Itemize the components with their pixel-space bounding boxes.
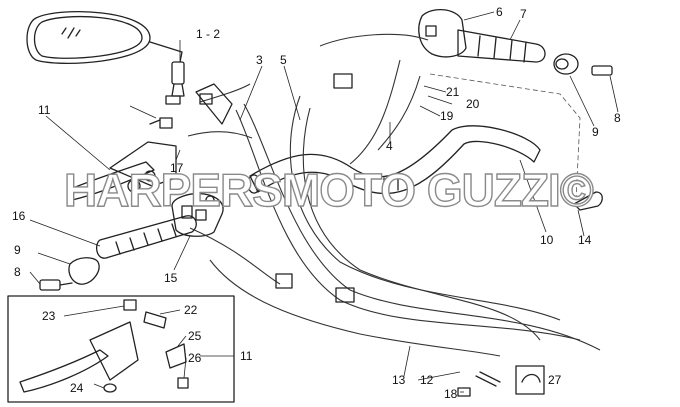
watermark: HARPERSMOTO GUZZI© <box>64 164 594 216</box>
label-18: 18 <box>444 387 458 401</box>
label-7: 7 <box>520 7 527 21</box>
left-grip <box>95 215 197 259</box>
label-13: 13 <box>392 373 406 387</box>
left-switch <box>171 192 224 237</box>
label-9-right: 9 <box>592 125 599 139</box>
label-11-top: 11 <box>38 103 51 117</box>
label-8-left: 8 <box>14 265 21 279</box>
connectors <box>195 73 355 303</box>
right-bar-end <box>553 53 613 76</box>
label-27: 27 <box>548 373 562 387</box>
mirror <box>26 11 185 105</box>
left-lever-assembly <box>67 117 177 201</box>
small-parts <box>457 365 545 397</box>
label-19: 19 <box>440 109 454 123</box>
label-20: 20 <box>466 97 480 111</box>
handlebar <box>247 125 541 195</box>
label-1-2: 1 - 2 <box>196 27 220 41</box>
cables <box>187 33 601 357</box>
label-22: 22 <box>184 303 198 317</box>
label-14: 14 <box>578 233 592 247</box>
label-16: 16 <box>12 209 26 223</box>
label-10: 10 <box>540 233 554 247</box>
callout-labels: 1 - 2 3 4 5 6 7 8 8 9 9 10 11 11 12 13 1… <box>12 5 621 401</box>
label-9-left: 9 <box>14 243 21 257</box>
label-24: 24 <box>70 381 84 395</box>
label-15: 15 <box>164 271 178 285</box>
label-3: 3 <box>256 53 263 67</box>
label-26: 26 <box>188 351 202 365</box>
label-4: 4 <box>386 139 393 153</box>
label-5: 5 <box>280 53 287 67</box>
label-25: 25 <box>188 329 202 343</box>
label-8-right: 8 <box>614 111 621 125</box>
leader-lines <box>29 11 619 393</box>
label-23: 23 <box>42 309 56 323</box>
label-21: 21 <box>446 85 460 99</box>
reference-line <box>429 73 581 201</box>
left-bar-end <box>39 257 100 291</box>
label-12: 12 <box>420 373 434 387</box>
label-17: 17 <box>170 161 184 175</box>
label-6: 6 <box>496 5 503 19</box>
cable-clip <box>573 191 603 211</box>
label-11-inset: 11 <box>240 349 253 363</box>
